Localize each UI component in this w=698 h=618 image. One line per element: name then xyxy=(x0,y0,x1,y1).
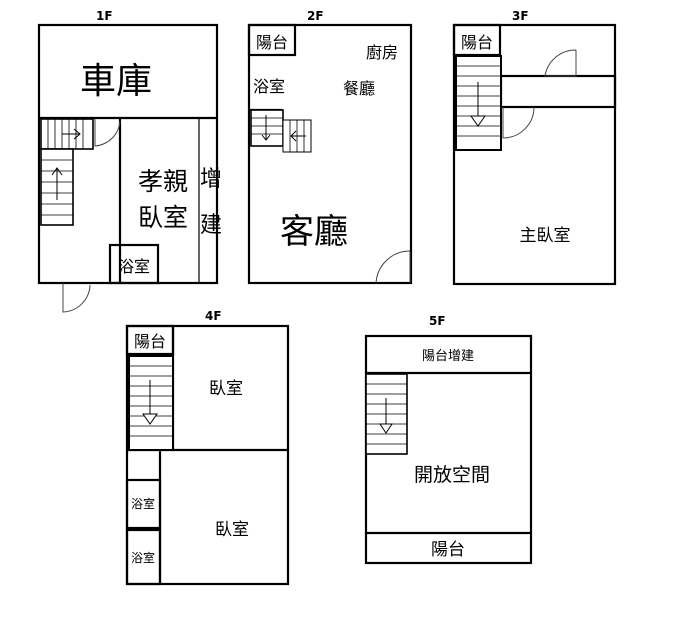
balcony-2f xyxy=(247,23,297,57)
bath-4f-2-label: 浴室 xyxy=(131,550,155,565)
floor-1f-label: 1F xyxy=(96,9,113,23)
door-2f-living xyxy=(375,250,411,284)
floor-5f: 5F 陽台增建 開放空間 陽台 xyxy=(364,314,533,565)
door-3f-upper xyxy=(544,49,577,77)
floor-3f-outline xyxy=(452,23,617,286)
dining-label: 餐廳 xyxy=(343,79,375,98)
floor-3f: 3F 陽台 主臥室 xyxy=(452,9,617,286)
door-1f-entrance xyxy=(62,283,91,313)
balcony-4f-label: 陽台 xyxy=(134,332,166,351)
addition-label-2: 建 xyxy=(200,213,222,238)
bedroom-4f-bottom-label: 臥室 xyxy=(215,520,249,540)
floor-4f: 4F 陽台 臥室 浴室 浴室 臥室 xyxy=(125,309,290,586)
balcony-addition-label: 陽台增建 xyxy=(422,349,474,364)
master-bedroom-label: 主臥室 xyxy=(520,226,571,246)
floor-2f-outline xyxy=(247,23,413,285)
balcony-2f-label: 陽台 xyxy=(256,33,288,52)
parents-room-label-2: 臥室 xyxy=(138,203,188,232)
bath-4f-1-label: 浴室 xyxy=(131,496,155,511)
floor-4f-outline xyxy=(125,324,290,586)
stairs-1f-upper xyxy=(40,118,94,150)
addition-label-1: 增 xyxy=(200,167,222,192)
bath-1f-label: 浴室 xyxy=(118,257,150,276)
floor-4f-label: 4F xyxy=(205,309,222,323)
floor-2f: 2F 陽台 廚房 餐廳 浴室 客廳 xyxy=(247,9,413,285)
floor-5f-label: 5F xyxy=(429,314,446,328)
kitchen-label: 廚房 xyxy=(366,43,398,62)
corridor-3f xyxy=(499,74,617,109)
stairs-5f xyxy=(365,373,408,455)
floor-2f-label: 2F xyxy=(307,9,324,23)
stairs-1f-lower xyxy=(40,148,74,226)
floor-1f: 1F 車庫 孝親 臥室 增 建 浴室 xyxy=(37,9,222,313)
stairs-3f xyxy=(455,55,502,151)
parents-room-label-1: 孝親 xyxy=(138,167,188,196)
open-space-label: 開放空間 xyxy=(414,464,490,486)
floor-3f-label: 3F xyxy=(512,9,529,23)
living-label: 客廳 xyxy=(280,212,348,252)
stairs-4f xyxy=(128,355,174,451)
bath-2f-label: 浴室 xyxy=(253,77,285,96)
door-1f-parents xyxy=(94,119,121,147)
stairs-2f xyxy=(250,109,312,153)
balcony-5f-label: 陽台 xyxy=(431,540,465,560)
bedroom-4f-top-label: 臥室 xyxy=(209,379,243,399)
door-3f-master xyxy=(502,106,535,139)
bath-1f xyxy=(108,243,160,285)
balcony-3f-label: 陽台 xyxy=(461,33,493,52)
garage-label: 車庫 xyxy=(80,61,152,102)
